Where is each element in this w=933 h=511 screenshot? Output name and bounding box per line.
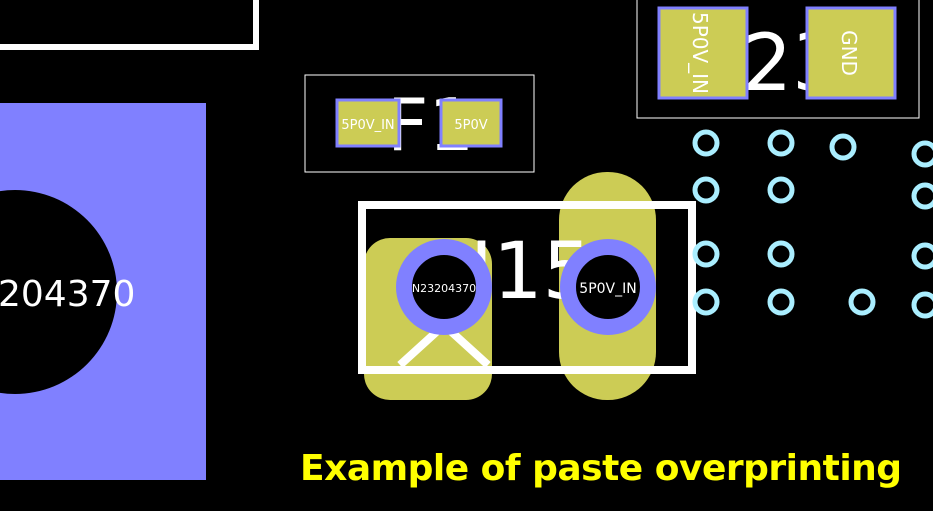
- cap-pad-2[interactable]: [805, 6, 897, 100]
- fuse-pad-1[interactable]: [335, 98, 401, 148]
- via[interactable]: [911, 182, 933, 210]
- fuse-f1[interactable]: F1 5P0V_IN 5P0V: [304, 74, 535, 173]
- connector-pad-1-label: N23204370: [412, 282, 476, 295]
- connector-pad-1[interactable]: [396, 239, 492, 335]
- via[interactable]: [911, 291, 933, 319]
- fuse-pad-1-label: 5P0V_IN: [341, 118, 394, 133]
- via[interactable]: [692, 176, 720, 204]
- caption: Example of paste overprinting: [300, 448, 902, 489]
- via[interactable]: [767, 240, 795, 268]
- via[interactable]: [692, 288, 720, 316]
- via[interactable]: [911, 140, 933, 168]
- connector-j15[interactable]: J15 N23204370 5P0V_IN: [358, 172, 696, 400]
- via[interactable]: [767, 288, 795, 316]
- fuse-pad-2-label: 5P0V: [454, 118, 487, 133]
- cap-courtyard: [636, 0, 920, 119]
- via[interactable]: [692, 129, 720, 157]
- fuse-pad-2[interactable]: [439, 98, 503, 148]
- via[interactable]: [767, 129, 795, 157]
- cap-pad-1[interactable]: [657, 6, 749, 100]
- big-pad-hole: [0, 190, 117, 394]
- silkscreen-outline-topleft: [0, 0, 259, 50]
- connector-pad-2-label: 5P0V_IN: [579, 281, 636, 297]
- via[interactable]: [767, 176, 795, 204]
- via[interactable]: [911, 242, 933, 270]
- big-pad-net-label: 204370: [0, 274, 135, 315]
- connector-pad-2[interactable]: [560, 239, 656, 335]
- via-array: [692, 129, 933, 319]
- cap-c23[interactable]: C23 5P0V_IN GND: [636, 0, 920, 119]
- cap-pad-1-label: 5P0V_IN: [688, 12, 712, 94]
- cap-pad-2-label: GND: [837, 30, 861, 76]
- big-pad[interactable]: 204370: [0, 103, 206, 480]
- via[interactable]: [829, 133, 857, 161]
- fuse-courtyard: [304, 74, 535, 173]
- via[interactable]: [692, 240, 720, 268]
- connector-silkscreen-outline: [358, 201, 696, 374]
- via[interactable]: [848, 288, 876, 316]
